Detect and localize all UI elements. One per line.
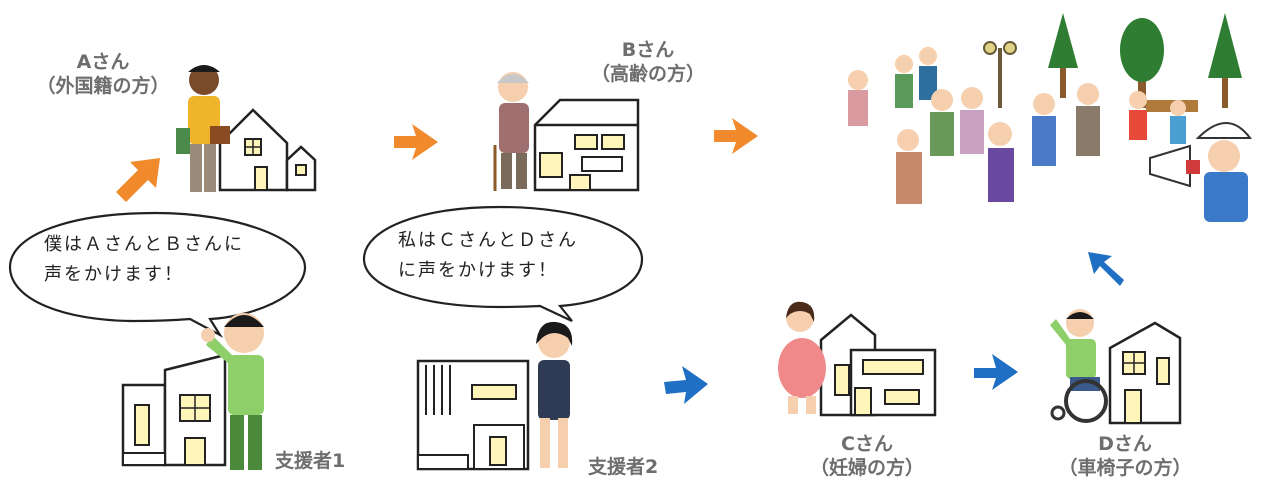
person-a-note: （外国籍の方） — [36, 75, 170, 97]
supporter-1-illustration — [201, 313, 264, 470]
house-c-icon — [819, 313, 937, 417]
tree-icon-3 — [1208, 13, 1242, 108]
person-b-note: （高齢の方） — [590, 63, 705, 85]
person-d-illustration — [1050, 309, 1108, 423]
person-b-label: Bさん （高齢の方） — [573, 38, 723, 86]
house-b-icon — [533, 98, 640, 192]
speech-2-line-2: に声をかけます！ — [398, 260, 558, 281]
evacuation-crowd-illustration — [848, 13, 1252, 222]
person-b-name: Bさん — [621, 39, 675, 61]
speech-bubble-1 — [8, 211, 307, 338]
house-supporter-1-icon — [121, 353, 227, 467]
person-c-note: （妊婦の方） — [809, 457, 924, 479]
house-d-icon — [1108, 321, 1182, 425]
person-a-label: Aさん （外国籍の方） — [28, 50, 178, 98]
person-c-name: Cさん — [841, 433, 893, 455]
tree-icon — [1048, 13, 1078, 98]
house-a-icon — [218, 108, 317, 192]
speech-bubble-1-text: 僕はＡさんとＢさんに 声をかけます！ — [44, 230, 244, 290]
crowd-people — [848, 47, 1186, 204]
arrow-orange-right-1 — [394, 124, 438, 160]
megaphone-person — [1149, 122, 1252, 222]
arrow-blue-right-1 — [664, 366, 708, 404]
person-c-label: Cさん （妊婦の方） — [787, 432, 947, 480]
arrow-orange-right-2 — [714, 118, 758, 154]
speech-bubble-2 — [362, 205, 644, 322]
person-a-name: Aさん — [76, 51, 130, 73]
supporter-2-label: 支援者2 — [588, 456, 659, 478]
supporter-1-label: 支援者1 — [275, 450, 346, 472]
arrow-blue-right-2 — [974, 354, 1018, 390]
speech-bubble-2-text: 私はＣさんとＤさん に声をかけます！ — [398, 226, 578, 286]
person-d-note: （車椅子の方） — [1058, 457, 1192, 479]
house-supporter-2-icon — [416, 359, 530, 471]
speech-2-line-1: 私はＣさんとＤさん — [398, 230, 578, 251]
speech-1-line-2: 声をかけます！ — [44, 264, 184, 285]
person-c-illustration — [778, 301, 826, 414]
arrow-orange-up-right — [116, 158, 160, 202]
speech-1-line-1: 僕はＡさんとＢさんに — [44, 234, 244, 255]
person-b-illustration — [493, 72, 529, 191]
arrow-blue-up-left — [1088, 252, 1124, 286]
supporter-2-illustration — [536, 321, 573, 468]
person-d-name: Dさん — [1098, 433, 1152, 455]
person-d-label: Dさん （車椅子の方） — [1040, 432, 1210, 480]
person-a-illustration — [176, 65, 230, 192]
